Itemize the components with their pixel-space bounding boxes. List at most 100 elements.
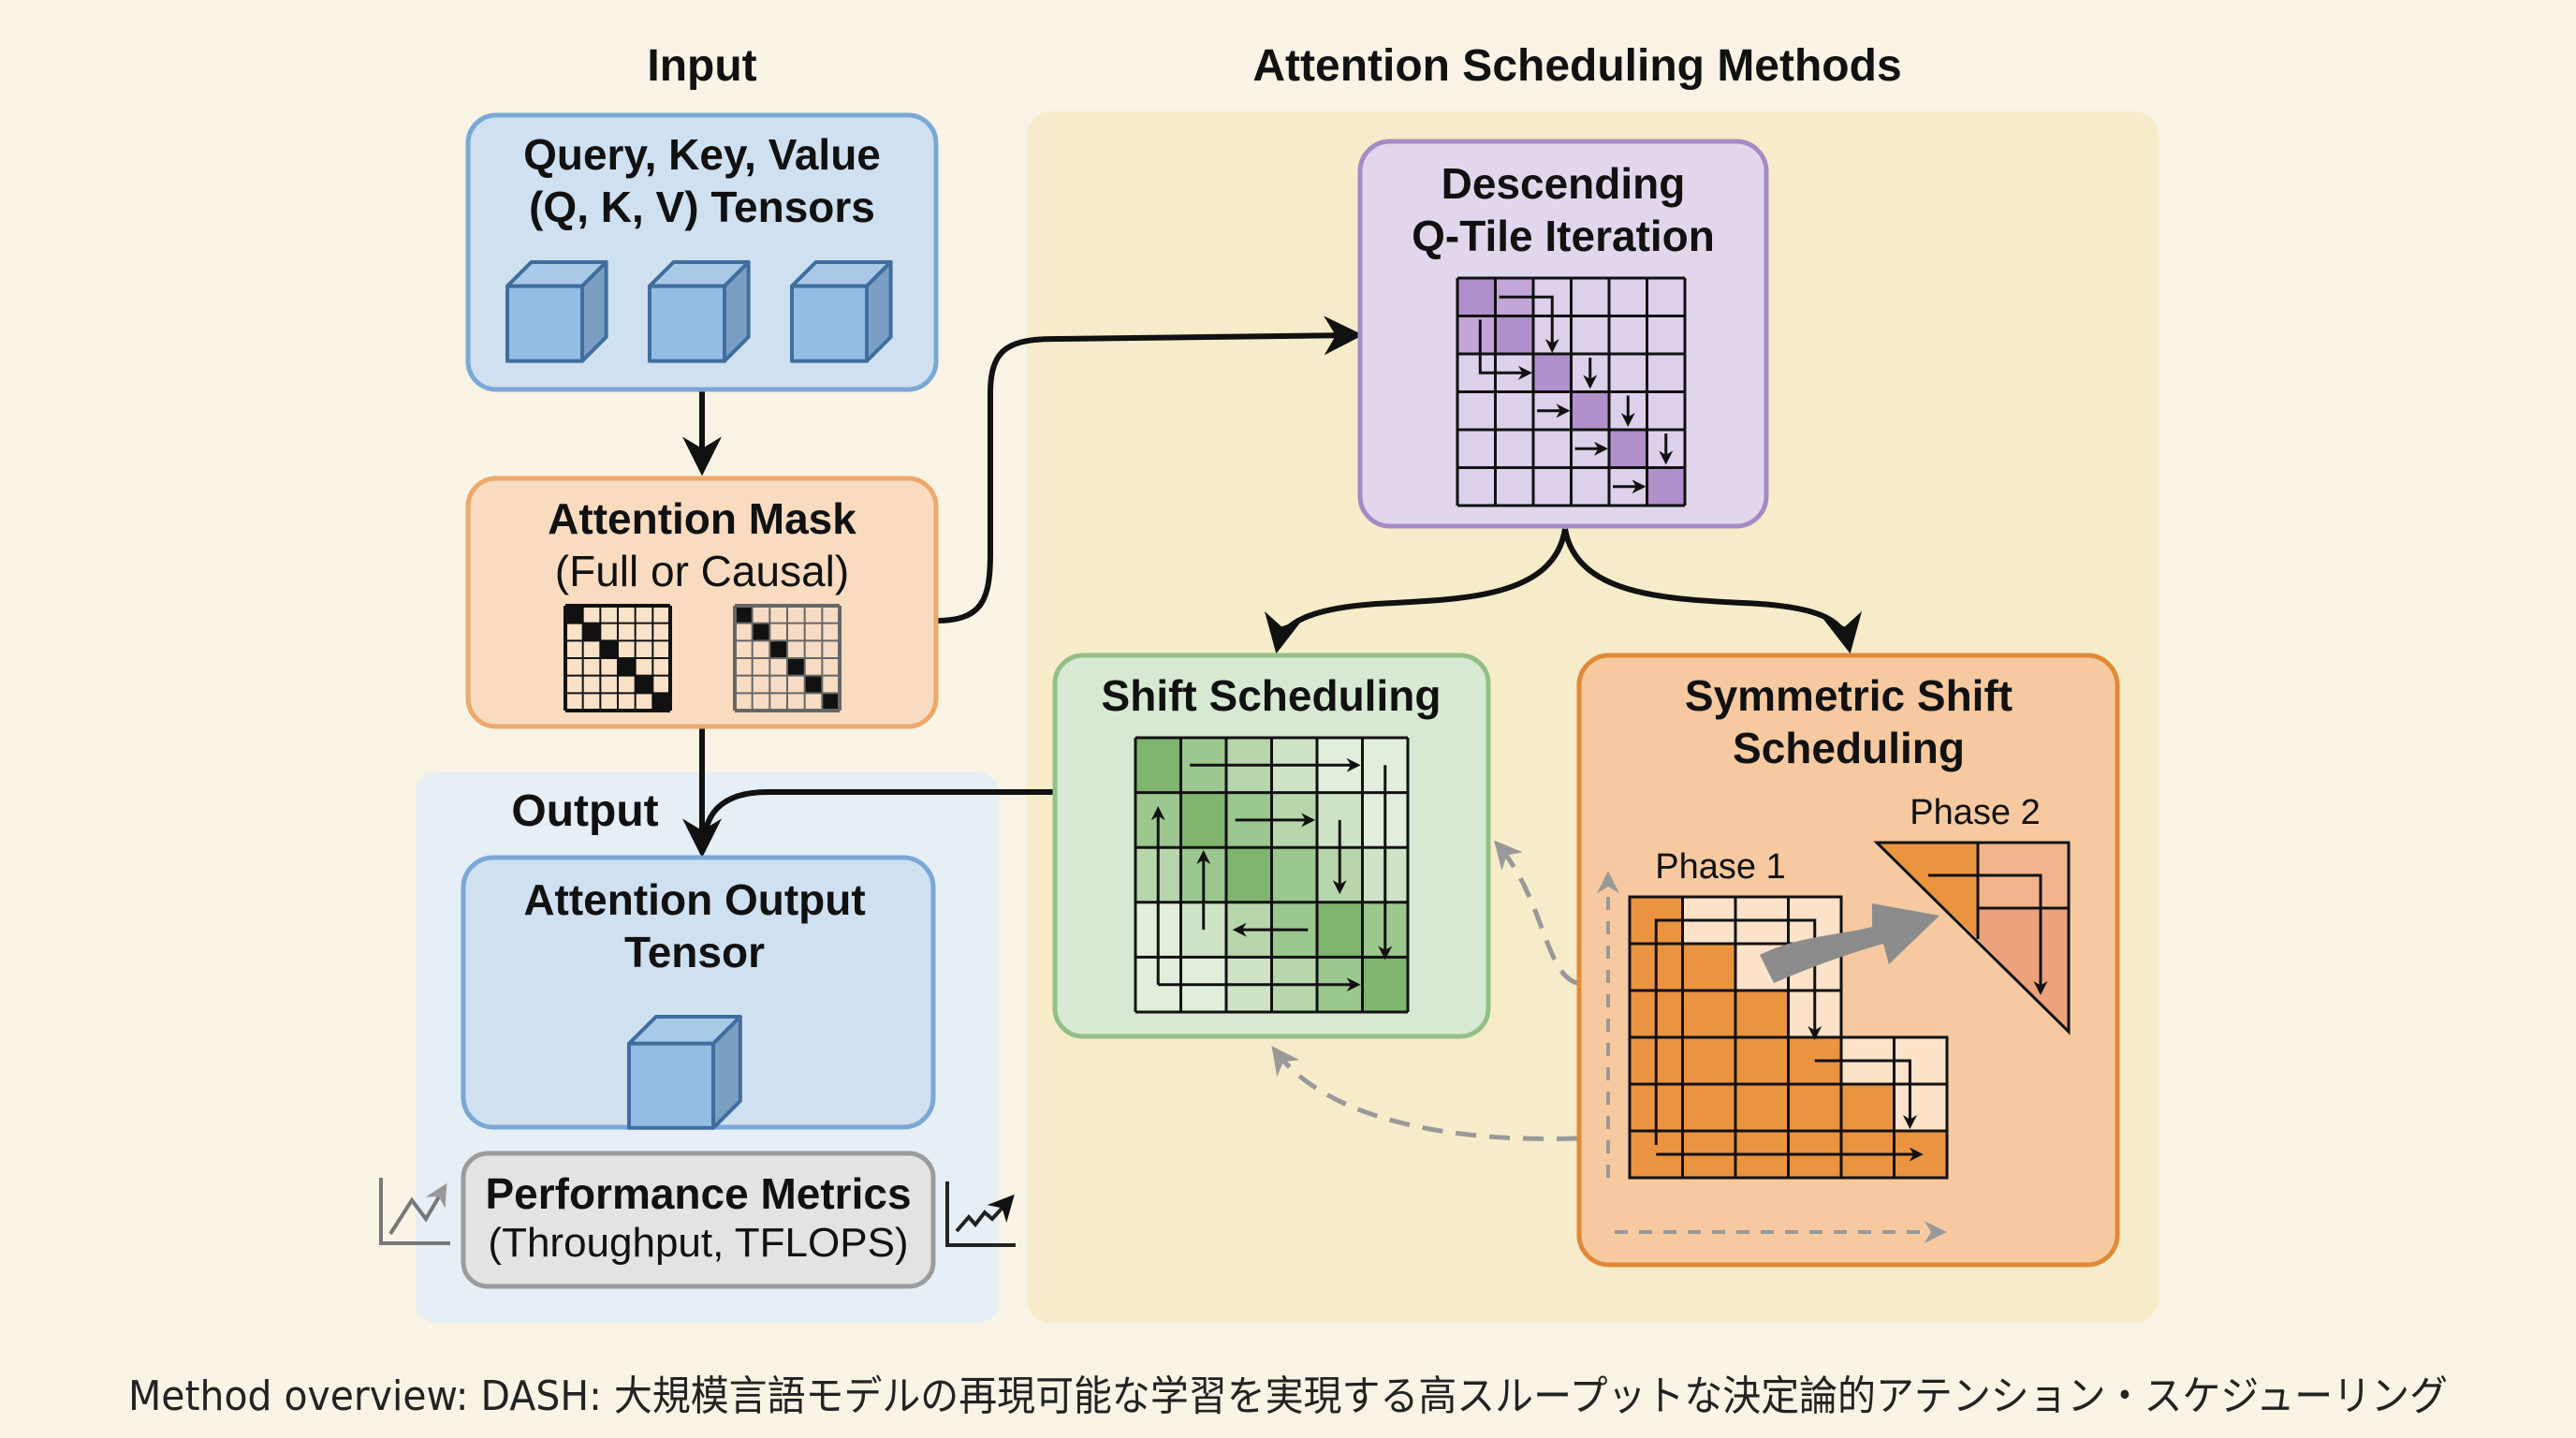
grid-cell (1647, 354, 1685, 392)
input-header: Input (647, 41, 756, 91)
mask-cell (787, 658, 805, 676)
grid-cell (1609, 354, 1647, 392)
qkv-subtitle: (Q, K, V) Tensors (529, 183, 875, 231)
phase-1-label: Phase 1 (1655, 847, 1785, 887)
shift-title: Shift Scheduling (1102, 671, 1442, 720)
phase1-cell (1839, 1082, 1895, 1133)
grid-cell (1533, 430, 1572, 468)
phase1-cell (1893, 1082, 1949, 1133)
grid-cell (1457, 278, 1496, 316)
flow-arrow (1499, 295, 1559, 353)
grid-cell (1457, 467, 1496, 506)
phase1-cell (1734, 1082, 1790, 1133)
output-header: Output (511, 786, 658, 836)
grid-cell (1609, 278, 1647, 316)
grid-cell (1647, 315, 1685, 354)
grid-cell (1647, 467, 1685, 506)
mask-cell (769, 640, 787, 658)
mask-cell (582, 623, 601, 641)
phase-2-label: Phase 2 (1910, 793, 2040, 832)
line-chart-icon (379, 1178, 450, 1245)
arrow-mask-to-descending (935, 315, 1364, 624)
line-chart-icon (945, 1181, 1016, 1247)
phase1-cell (1787, 1082, 1843, 1133)
grid-cell (1226, 847, 1272, 902)
attn-output-subtitle: Tensor (624, 928, 765, 976)
phase1-cell (1681, 1082, 1737, 1133)
grid-cell (1609, 315, 1647, 354)
mask-cell (565, 606, 583, 624)
flow-arrow (1654, 918, 1822, 1145)
cube-front (790, 284, 869, 363)
grid-cell (1609, 430, 1647, 468)
grid-cell (1533, 354, 1572, 392)
mask-cell (600, 640, 618, 658)
flow-arrow (1478, 319, 1532, 380)
descending-subtitle: Q-Tile Iteration (1412, 212, 1715, 260)
figure-caption: Method overview: DASH: 大規模言語モデルの再現可能な学習を… (128, 1372, 2448, 1420)
metrics-subtitle: (Throughput, TFLOPS) (488, 1220, 908, 1266)
mask-grid-icon (733, 604, 842, 712)
attn-output-title: Attention Output (523, 875, 865, 924)
symmetric-subtitle: Scheduling (1733, 724, 1965, 772)
methods-header: Attention Scheduling Methods (1252, 41, 1901, 91)
mask-grid-icon (564, 604, 672, 712)
cube-front (627, 1041, 715, 1130)
connectors (682, 315, 1862, 858)
phase1-cell (1734, 1035, 1790, 1086)
grid-cell (1533, 467, 1572, 506)
qkv-tensors-box: Query, Key, Value (Q, K, V) Tensors (465, 112, 939, 392)
grid-cell (1571, 278, 1609, 316)
attention-output-box: Attention Output Tensor (461, 855, 936, 1130)
cube-icon (627, 1015, 742, 1130)
grid-cell (1135, 738, 1181, 793)
grid-cell (1271, 847, 1317, 902)
mask-subtitle: (Full or Causal) (555, 547, 849, 595)
cube-icon (505, 260, 608, 363)
grid-cell (1495, 467, 1533, 506)
grid-cell (1495, 315, 1533, 354)
grid-cell (1180, 792, 1226, 848)
grid-cell (1571, 315, 1609, 354)
flow-arrow (1928, 873, 2048, 995)
grid-cell (1457, 430, 1496, 468)
grid-cell (1647, 391, 1685, 430)
grid-cell (1495, 391, 1533, 430)
dashed-arrow-to-shift-side (1494, 840, 1578, 986)
grid-cell (1362, 957, 1408, 1012)
mask-cell (752, 623, 770, 641)
phase1-cell (1681, 989, 1737, 1039)
cube-icon (790, 260, 893, 363)
phase2-cell (1978, 908, 2069, 1032)
grid-cell (1457, 315, 1496, 354)
qkv-title: Query, Key, Value (523, 130, 881, 179)
mask-cell (822, 693, 840, 711)
arrow-descending-to-shift (1265, 528, 1568, 654)
symmetric-title: Symmetric Shift (1685, 671, 2012, 720)
phase2-outline (1873, 841, 2071, 1035)
phase1-cell (1734, 989, 1790, 1039)
symmetric-shift-box: Symmetric Shift Scheduling Phase 2 Phase… (1576, 653, 2120, 1268)
mask-cell (618, 658, 636, 676)
grid-cell (1571, 467, 1609, 506)
mask-cell (652, 693, 670, 711)
mask-cell (635, 675, 653, 694)
grid-cell (1317, 902, 1363, 958)
mask-cell (735, 606, 753, 624)
arrow-shift-to-output (701, 789, 1055, 848)
descending-qtile-box: Descending Q-Tile Iteration (1357, 139, 1769, 529)
cube-front (648, 284, 726, 363)
grid-cell (1647, 278, 1685, 316)
performance-metrics-box: Performance Metrics (Throughput, TFLOPS) (461, 1151, 936, 1289)
mask-title: Attention Mask (548, 494, 856, 543)
cube-front (505, 284, 584, 363)
mask-cell (804, 675, 823, 694)
descending-title: Descending (1442, 159, 1686, 208)
grid-cell (1571, 391, 1609, 430)
phase1-cell (1681, 1035, 1737, 1086)
grid-cell (1457, 391, 1496, 430)
phase1-cell (1681, 942, 1737, 992)
metrics-title: Performance Metrics (485, 1169, 911, 1218)
cube-icon (648, 260, 751, 363)
